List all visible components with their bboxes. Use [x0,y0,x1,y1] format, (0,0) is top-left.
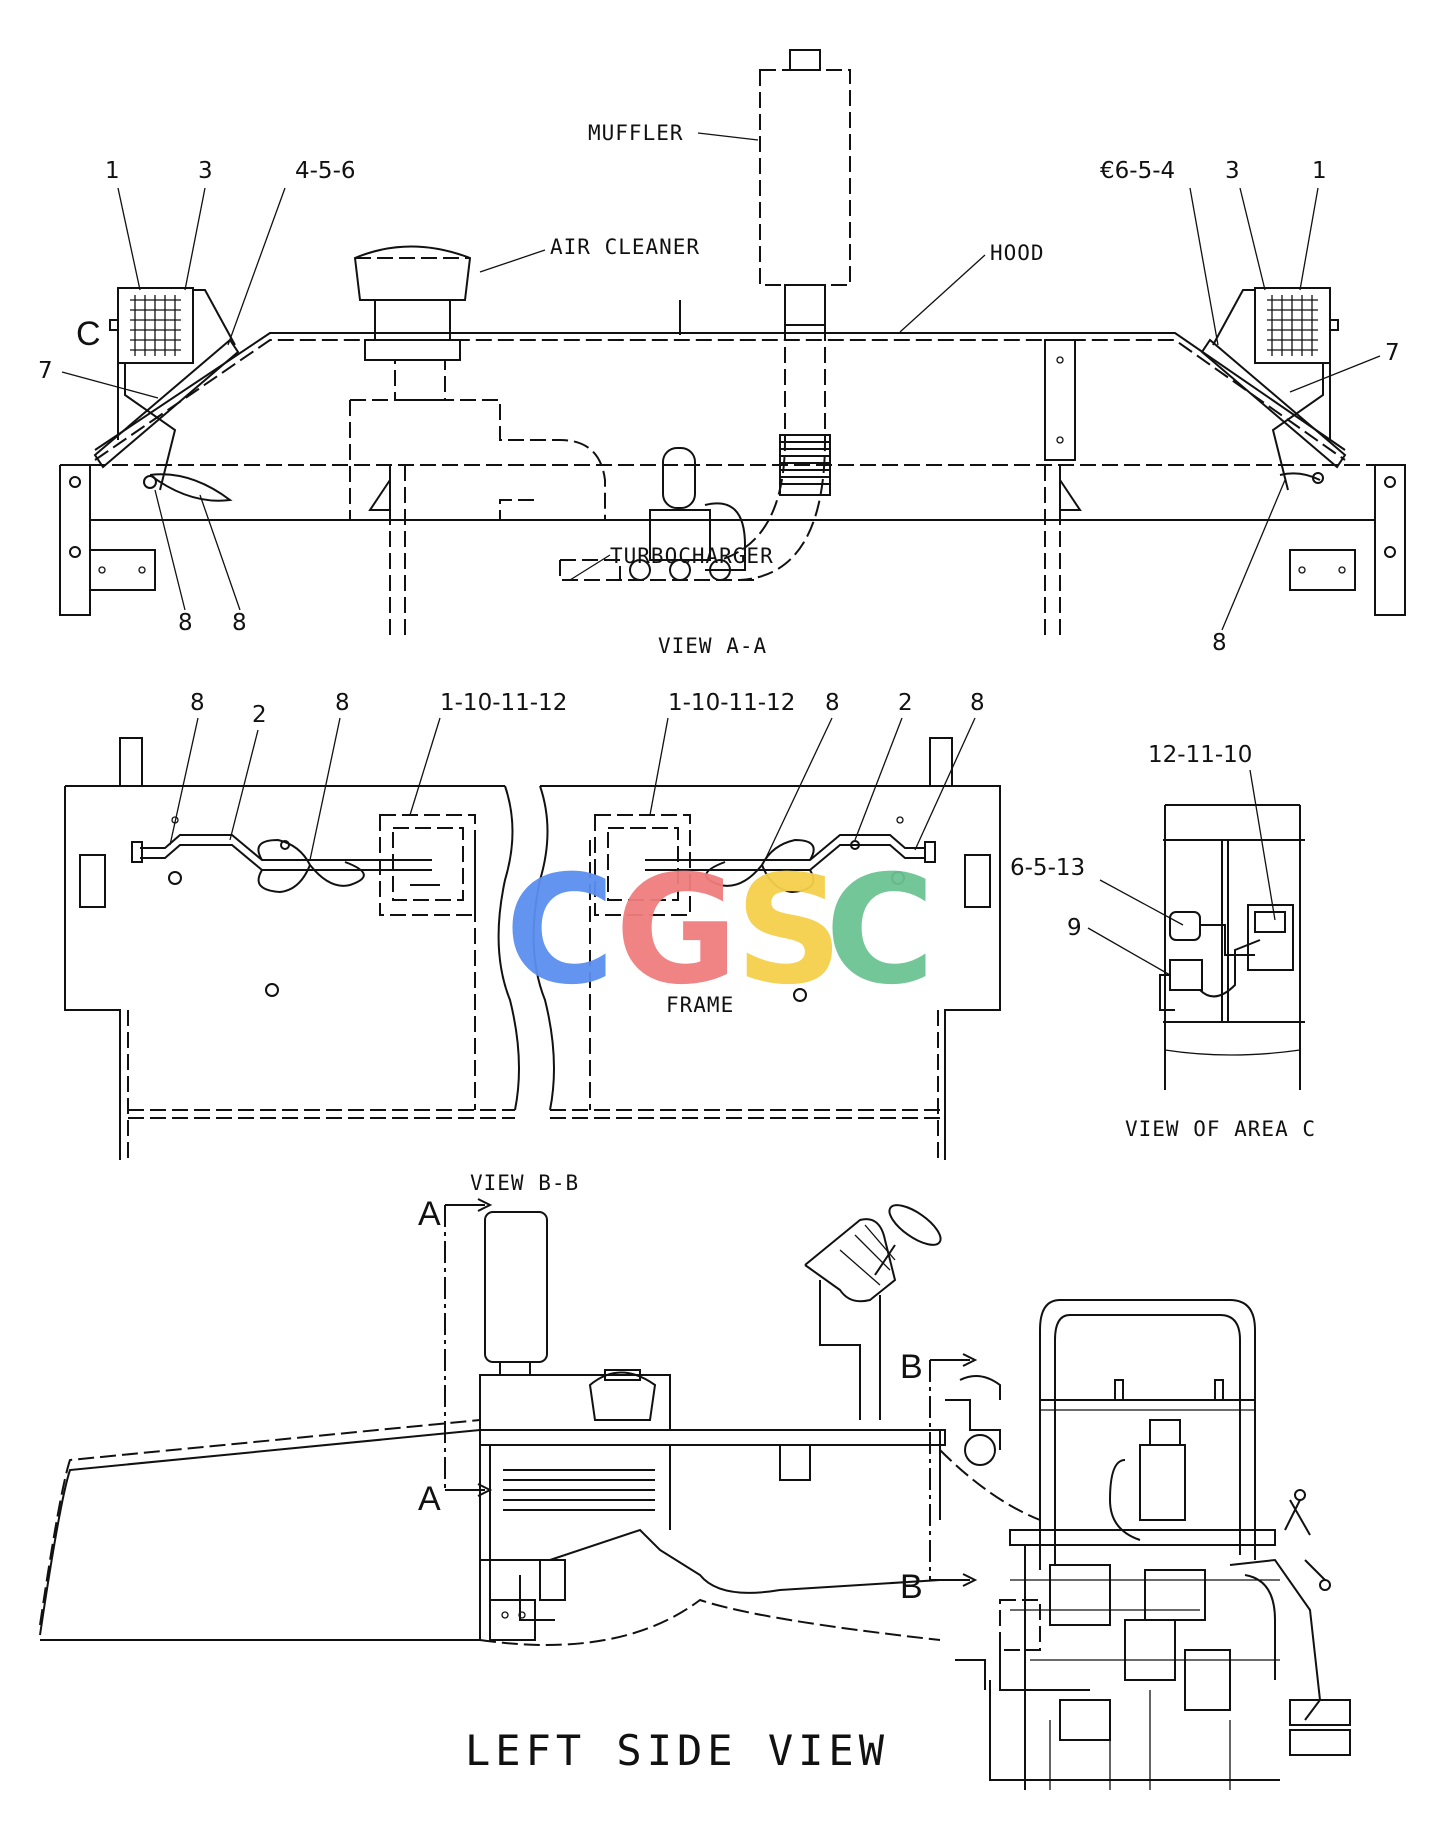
view-bb-labels: 8 2 8 1-10-11-12 1-10-11-12 8 2 8 FRAME [169,690,985,1017]
callout-c-9: 9 [1067,915,1082,941]
view-bb-frame [64,737,1001,1160]
left-side-labels: VIEW B-B A A B B LEFT SIDE VIEW [418,1171,923,1775]
callout-right-654: €6-5-4 [1100,158,1175,184]
callout-bb-group-left: 1-10-11-12 [440,690,567,716]
left-side-view [39,1198,1351,1790]
watermark-letter-2: G [615,844,738,1018]
view-aa-labels: MUFFLER AIR CLEANER HOOD TURBOCHARGER VI… [38,121,1400,658]
section-a-top: A [418,1195,441,1233]
section-b-bottom: B [900,1568,923,1606]
callout-bb-group-right: 1-10-11-12 [668,690,795,716]
callout-bb-2b: 2 [898,690,913,716]
callout-bb-8a: 8 [190,690,205,716]
callout-bb-2a: 2 [252,702,267,728]
section-b-top: B [900,1348,923,1386]
callout-bb-8d: 8 [970,690,985,716]
callout-bb-8b: 8 [335,690,350,716]
label-hood: HOOD [990,241,1045,265]
callout-left-8b: 8 [232,610,247,636]
view-area-c-labels: 12-11-10 6-5-13 9 VIEW OF AREA C [1010,742,1316,1141]
callout-left-456: 4-5-6 [295,158,356,184]
callout-right-1: 1 [1312,158,1327,184]
view-area-c-title: VIEW OF AREA C [1125,1117,1316,1141]
label-muffler: MUFFLER [588,121,684,145]
callout-left-7: 7 [38,358,53,384]
callout-c-6513: 6-5-13 [1010,855,1085,881]
callout-left-3: 3 [198,158,213,184]
view-aa-title: VIEW A-A [658,634,767,658]
label-turbocharger: TURBOCHARGER [610,544,774,568]
callout-c: C [76,315,101,353]
view-area-c [1159,804,1305,1090]
view-aa [59,49,1406,640]
label-air-cleaner: AIR CLEANER [550,235,700,259]
watermark-logo: C G S C [505,844,935,1018]
watermark-letter-1: C [505,844,615,1018]
section-a-bottom: A [418,1480,441,1518]
callout-left-8a: 8 [178,610,193,636]
left-side-view-title: LEFT SIDE VIEW [465,1726,889,1775]
watermark-letter-4: C [825,844,935,1018]
watermark-letter-3: S [735,844,843,1018]
label-frame: FRAME [666,993,734,1017]
callout-right-7: 7 [1385,340,1400,366]
callout-right-3: 3 [1225,158,1240,184]
callout-bb-8c: 8 [825,690,840,716]
callout-c-121110: 12-11-10 [1148,742,1252,768]
callout-left-1: 1 [105,158,120,184]
view-bb-title: VIEW B-B [470,1171,579,1195]
callout-right-8: 8 [1212,630,1227,656]
